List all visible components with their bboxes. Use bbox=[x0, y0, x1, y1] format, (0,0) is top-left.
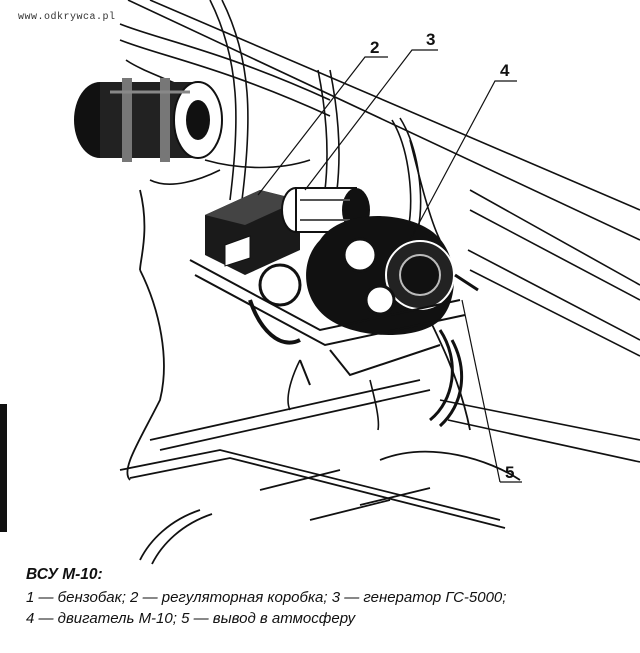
caption-title: ВСУ М-10: bbox=[26, 566, 103, 583]
mounting-plate bbox=[189, 259, 466, 386]
fuselage-frame bbox=[119, 0, 640, 463]
engine-m10 bbox=[248, 216, 455, 345]
caption-line-1: 1 — бензобак; 2 — регуляторная коробка; … bbox=[26, 589, 507, 606]
callout-5: 5 bbox=[505, 463, 514, 482]
callout-2: 2 bbox=[370, 38, 379, 57]
exhaust-pipe bbox=[429, 273, 479, 428]
floor-panels bbox=[119, 189, 521, 565]
regulator-box bbox=[205, 190, 300, 275]
caption: ВСУ М-10: 1 — бензобак; 2 — регуляторная… bbox=[26, 564, 626, 629]
callout-4: 4 bbox=[500, 61, 510, 80]
callout-3: 3 bbox=[426, 30, 435, 49]
caption-line-2: 4 — двигатель М-10; 5 — вывод в атмосфер… bbox=[26, 610, 356, 627]
cables bbox=[149, 139, 441, 431]
leader-lines bbox=[257, 49, 522, 483]
fuel-tank bbox=[74, 78, 223, 162]
left-edge-bar bbox=[0, 404, 7, 532]
watermark-text: www.odkrywca.pl bbox=[18, 12, 116, 23]
